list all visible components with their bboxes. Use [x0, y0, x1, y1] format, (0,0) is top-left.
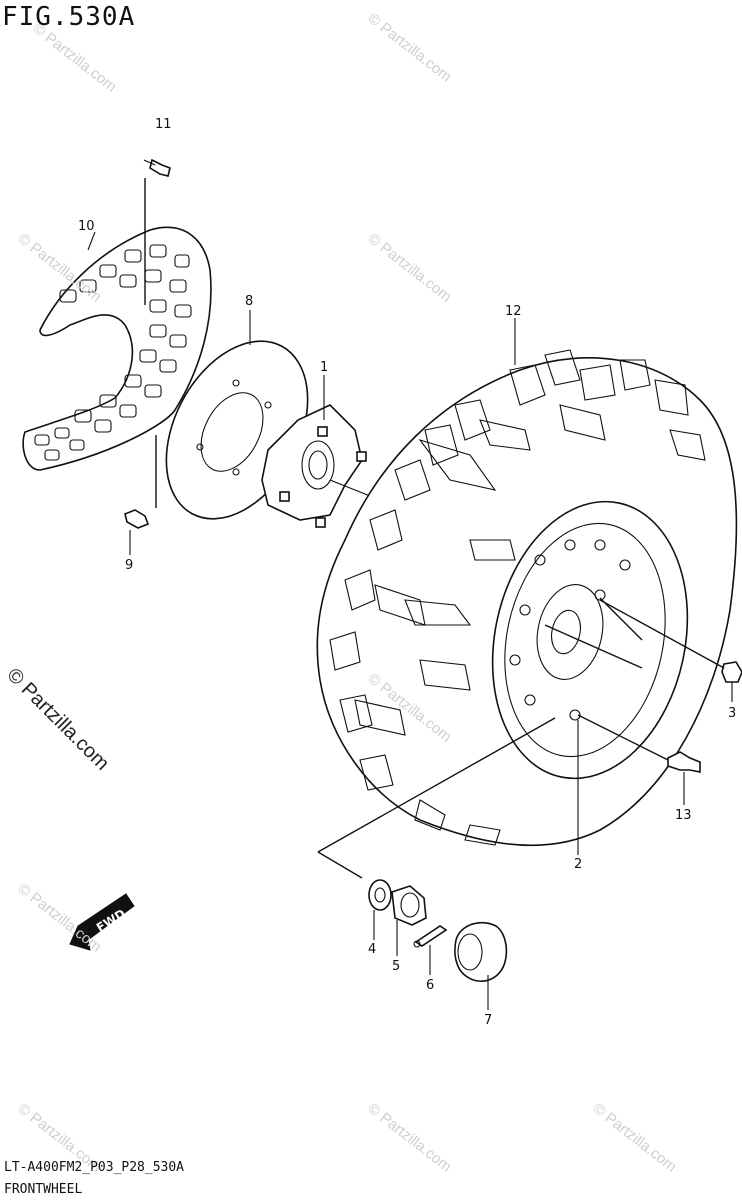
callout-10: 10 [78, 219, 95, 234]
cotter-pin-part-6[interactable] [413, 925, 448, 948]
fwd-arrow-icon: FWD [69, 893, 135, 951]
tire-part-12[interactable] [316, 349, 738, 847]
wheel-hub-part-1[interactable] [261, 404, 381, 528]
callout-12: 12 [505, 304, 522, 319]
callout-6: 6 [426, 978, 434, 993]
disc-guard-part-10[interactable] [22, 226, 212, 471]
washer-part-4[interactable] [368, 879, 392, 911]
stud-part-13[interactable] [667, 751, 701, 773]
callout-7: 7 [484, 1013, 492, 1028]
castle-nut-part-5[interactable] [391, 885, 427, 926]
callout-13: 13 [675, 808, 692, 823]
bolt-part-9[interactable] [124, 509, 150, 529]
callout-11: 11 [155, 117, 172, 132]
callout-leaders [87, 231, 733, 1010]
figure-name: FRONTWHEEL [4, 1182, 83, 1197]
hub-cap-part-7[interactable] [454, 921, 508, 982]
wheel-nut-part-3[interactable] [721, 661, 742, 683]
callout-3: 3 [728, 706, 736, 721]
callout-8: 8 [245, 294, 253, 309]
callout-2: 2 [574, 857, 582, 872]
figure-code: LT-A400FM2_P03_P28_530A [4, 1160, 185, 1175]
callout-5: 5 [392, 959, 400, 974]
callout-1: 1 [320, 360, 328, 375]
fig-title: FIG.530A [2, 2, 136, 32]
callout-9: 9 [125, 558, 133, 573]
callout-4: 4 [368, 942, 376, 957]
bolt-part-11[interactable] [143, 158, 171, 177]
